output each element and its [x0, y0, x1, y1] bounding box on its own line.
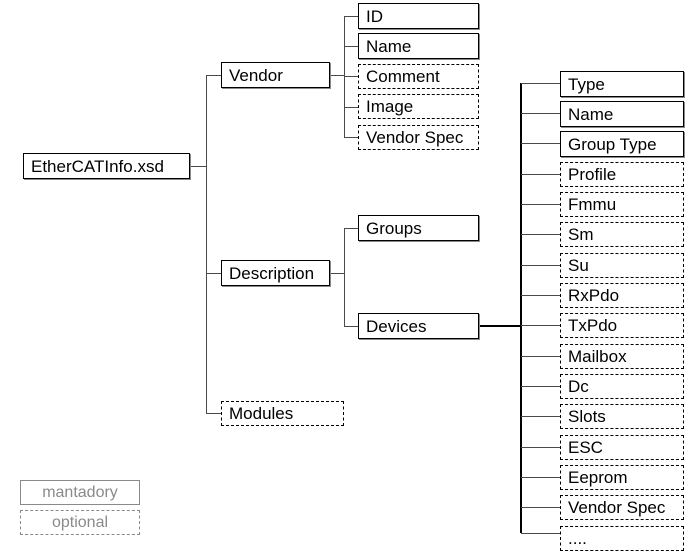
- node-label: Fmmu: [568, 195, 617, 214]
- connector-to-group-type: [521, 143, 560, 144]
- node-label: Image: [366, 97, 414, 116]
- node-label: Name: [568, 104, 614, 124]
- node-label: Su: [568, 256, 589, 275]
- connector-to-profile: [521, 174, 560, 175]
- node-label: Comment: [366, 67, 440, 86]
- legend-mandatory: mantadory: [20, 480, 140, 505]
- connector-to-esc: [521, 447, 560, 448]
- connector-to-type: [521, 83, 560, 84]
- connector-to-vendor: [206, 75, 222, 76]
- node-label: Vendor Spec: [568, 498, 666, 517]
- node-label: Vendor Spec: [366, 128, 464, 147]
- node-label: Vendor: [229, 65, 283, 85]
- node-ethercatinfo-xsd[interactable]: EtherCATInfo.xsd: [23, 153, 190, 179]
- connector-to-devices: [344, 326, 359, 327]
- node-label: ID: [366, 6, 383, 26]
- connector-to-dc: [521, 386, 560, 387]
- node-label: Name: [366, 36, 412, 56]
- node-device-type[interactable]: Type: [560, 71, 684, 97]
- connector-to-mailbox: [521, 356, 560, 357]
- connector-devices-children-trunk: [520, 83, 522, 533]
- node-device-su[interactable]: Su: [560, 253, 684, 278]
- connector-to-fmmu: [521, 204, 560, 205]
- node-label: Slots: [568, 407, 606, 426]
- node-vendor-id[interactable]: ID: [358, 3, 479, 29]
- node-label: Mailbox: [568, 347, 627, 366]
- node-label: Type: [568, 74, 605, 94]
- connector-to-modules: [206, 413, 222, 414]
- connector-to-txpdo: [521, 325, 560, 326]
- node-label: Description: [229, 263, 315, 283]
- node-label: EtherCATInfo.xsd: [31, 156, 164, 176]
- legend-optional: optional: [20, 510, 140, 535]
- node-label: Group Type: [568, 134, 657, 154]
- node-device-name[interactable]: Name: [560, 101, 684, 127]
- connector-description-children-trunk: [344, 228, 345, 326]
- node-device-fmmu[interactable]: Fmmu: [560, 192, 684, 217]
- connector-to-description: [206, 273, 222, 274]
- connector-to-eeprom: [521, 477, 560, 478]
- node-device-eeprom[interactable]: Eeprom: [560, 465, 684, 490]
- node-vendor-vendor-spec[interactable]: Vendor Spec: [358, 125, 479, 150]
- connector-to-more: [521, 533, 560, 534]
- connector-to-su: [521, 265, 560, 266]
- connector-to-device-name: [521, 113, 560, 114]
- node-vendor-name[interactable]: Name: [358, 33, 479, 59]
- connector-devices-out: [479, 325, 521, 327]
- connector-to-groups: [344, 228, 359, 229]
- node-label: Dc: [568, 377, 589, 396]
- node-device-more[interactable]: ....: [560, 526, 684, 551]
- node-devices[interactable]: Devices: [358, 313, 479, 339]
- connector-to-image: [344, 107, 359, 108]
- connector-description-out: [330, 273, 344, 274]
- node-label: Eeprom: [568, 468, 628, 487]
- node-device-vendor-spec[interactable]: Vendor Spec: [560, 495, 684, 520]
- node-label: RxPdo: [568, 286, 620, 305]
- node-device-group-type[interactable]: Group Type: [560, 131, 684, 157]
- node-label: Sm: [568, 225, 594, 244]
- node-modules[interactable]: Modules: [221, 401, 344, 426]
- node-vendor-comment[interactable]: Comment: [358, 64, 479, 89]
- connector-to-id: [344, 16, 359, 17]
- connector-to-device-vendor-spec: [521, 507, 560, 508]
- node-groups[interactable]: Groups: [358, 215, 479, 241]
- node-label: ESC: [568, 438, 603, 457]
- node-label: Devices: [366, 316, 427, 336]
- node-device-rxpdo[interactable]: RxPdo: [560, 283, 684, 308]
- connector-level1-trunk: [206, 75, 207, 414]
- node-device-sm[interactable]: Sm: [560, 222, 684, 247]
- node-label: ....: [568, 529, 587, 548]
- legend-label: mantadory: [42, 483, 118, 501]
- connector-root-out: [190, 166, 206, 167]
- connector-to-vendor-spec: [344, 137, 359, 138]
- legend-label: optional: [51, 513, 109, 531]
- connector-to-comment: [344, 76, 359, 77]
- node-device-mailbox[interactable]: Mailbox: [560, 344, 684, 369]
- node-description[interactable]: Description: [221, 260, 330, 286]
- connector-to-sm: [521, 234, 560, 235]
- node-label: Profile: [568, 165, 617, 184]
- node-device-profile[interactable]: Profile: [560, 162, 684, 187]
- node-device-txpdo[interactable]: TxPdo: [560, 313, 684, 338]
- node-vendor[interactable]: Vendor: [221, 62, 330, 88]
- node-vendor-image[interactable]: Image: [358, 94, 479, 119]
- node-device-esc[interactable]: ESC: [560, 435, 684, 460]
- node-label: Groups: [366, 218, 422, 238]
- node-device-slots[interactable]: Slots: [560, 404, 684, 429]
- node-label: TxPdo: [568, 316, 618, 335]
- connector-to-rxpdo: [521, 295, 560, 296]
- node-label: Modules: [229, 404, 294, 423]
- connector-vendor-out: [330, 75, 344, 76]
- connector-to-slots: [521, 416, 560, 417]
- node-device-dc[interactable]: Dc: [560, 374, 684, 399]
- connector-to-vendor-name: [344, 46, 359, 47]
